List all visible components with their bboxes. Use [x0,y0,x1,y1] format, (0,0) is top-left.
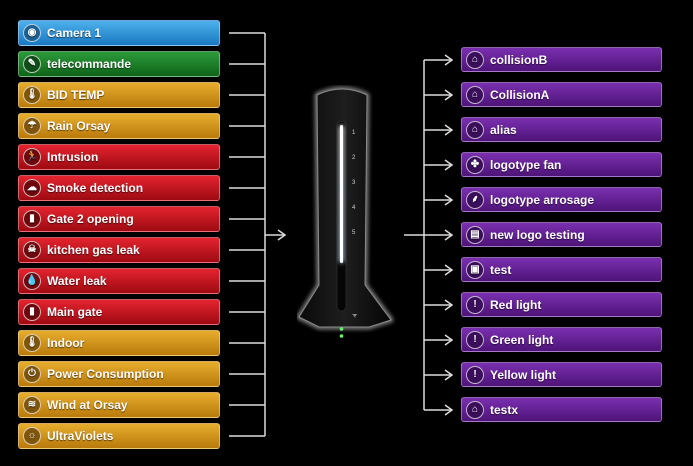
output-tile[interactable]: ! Yellow light [461,362,662,387]
gas-skull-icon: ☠ [23,241,41,259]
input-label: BID TEMP [47,88,105,102]
output-tile[interactable]: ! Red light [461,292,662,317]
input-label: kitchen gas leak [47,243,140,257]
house-icon: ⌂ [466,120,484,139]
input-tile[interactable]: ▮ Main gate [18,299,220,325]
output-label: test [490,262,512,277]
bulb-icon: ! [466,295,484,314]
bulb-icon: ! [466,330,484,349]
arrow-right-icon [444,404,454,416]
input-label: UltraViolets [47,429,114,443]
input-tile[interactable]: 💧 Water leak [18,268,220,294]
fan-icon: ✤ [466,155,484,174]
output-tile[interactable]: ▣ test [461,257,662,282]
input-tile[interactable]: 🌡 Indoor [18,330,220,356]
wind-icon: ≋ [23,396,41,414]
arrow-right-icon [444,159,454,171]
input-tile[interactable]: ☠ kitchen gas leak [18,237,220,263]
arrow-right-icon [444,124,454,136]
house-icon: ⌂ [466,50,484,69]
arrow-right-icon [444,229,454,241]
input-tile[interactable]: 🏃 Intrusion [18,144,220,170]
output-label: alias [490,122,517,137]
input-tile[interactable]: 🌡 BID TEMP [18,82,220,108]
output-label: new logo testing [490,227,585,242]
input-tile[interactable]: ✎ telecommande [18,51,220,77]
arrow-right-icon [444,334,454,346]
output-tile[interactable]: ! Green light [461,327,662,352]
arrow-right-icon [444,299,454,311]
input-label: Water leak [47,274,107,288]
gate-sensor-icon: ▮ [23,210,41,228]
house-icon: ⌂ [466,400,484,419]
sprinkler-icon: ⸙ [466,190,484,209]
arrow-right-icon [444,89,454,101]
remote-icon: ✎ [23,55,41,73]
output-device-list: ⌂ collisionB ⌂ CollisionA ⌂ alias ✤ logotype fa… [461,47,662,432]
output-tile[interactable]: ⌂ alias [461,117,662,142]
input-label: Indoor [47,336,85,350]
input-label: Wind at Orsay [47,398,128,412]
camera-icon: ◉ [23,24,41,42]
intruder-icon: 🏃 [23,148,41,166]
thermometer-icon: 🌡 [23,86,41,104]
printer-icon: ▤ [466,225,484,244]
gate-icon: ▮ [23,303,41,321]
output-label: testx [490,402,519,417]
power-icon: ⏻ [23,365,41,383]
arrow-right-icon [444,264,454,276]
input-tile[interactable]: ⏻ Power Consumption [18,361,220,387]
output-label: CollisionA [490,87,550,102]
input-label: Smoke detection [47,181,144,195]
input-label: Power Consumption [47,367,164,381]
arrow-right-icon [444,54,454,66]
output-label: logotype fan [490,157,562,172]
input-label: Intrusion [47,150,99,164]
channel-number: 1 [352,130,356,136]
house-icon: ⌂ [466,85,484,104]
water-drop-icon: 💧 [23,272,41,290]
input-tile[interactable]: ☂ Rain Orsay [18,113,220,139]
output-tile[interactable]: ⌂ testx [461,397,662,422]
output-tile[interactable]: ⸙ logotype arrosage [461,187,662,212]
bulb-icon: ! [466,365,484,384]
rain-cloud-icon: ☂ [23,117,41,135]
input-label: Rain Orsay [47,119,111,133]
arrow-right-icon [444,369,454,381]
output-tile[interactable]: ✤ logotype fan [461,152,662,177]
output-label: logotype arrosage [490,192,595,207]
gateway-device-image: 1 2 3 4 5 ᯤ [297,87,394,338]
input-tile[interactable]: ☼ UltraViolets [18,423,220,449]
output-label: Red light [490,297,542,312]
input-label: Main gate [47,305,103,319]
input-tile[interactable]: ≋ Wind at Orsay [18,392,220,418]
output-tile[interactable]: ⌂ CollisionA [461,82,662,107]
output-tile[interactable]: ⌂ collisionB [461,47,662,72]
thermometer-icon: 🌡 [23,334,41,352]
input-label: Gate 2 opening [47,212,134,226]
input-tile[interactable]: ▮ Gate 2 opening [18,206,220,232]
input-tile[interactable]: ☁ Smoke detection [18,175,220,201]
output-label: Yellow light [490,367,557,382]
sun-icon: ☼ [23,427,41,445]
output-label: Green light [490,332,554,347]
input-device-list: ◉ Camera 1 ✎ telecommande 🌡 BID TEMP ☂ Rain Ors… [18,20,220,454]
channel-number: 4 [352,205,356,211]
panel-icon: ▣ [466,260,484,279]
input-tile[interactable]: ◉ Camera 1 [18,20,220,46]
channel-number: 5 [352,230,356,236]
output-tile[interactable]: ▤ new logo testing [461,222,662,247]
smoke-icon: ☁ [23,179,41,197]
output-label: collisionB [490,52,548,67]
arrow-right-icon [444,194,454,206]
input-label: Camera 1 [47,26,102,40]
input-label: telecommande [47,57,132,71]
channel-number: 2 [352,155,356,161]
wifi-icon: ᯤ [352,313,358,319]
channel-number: 3 [352,180,356,186]
